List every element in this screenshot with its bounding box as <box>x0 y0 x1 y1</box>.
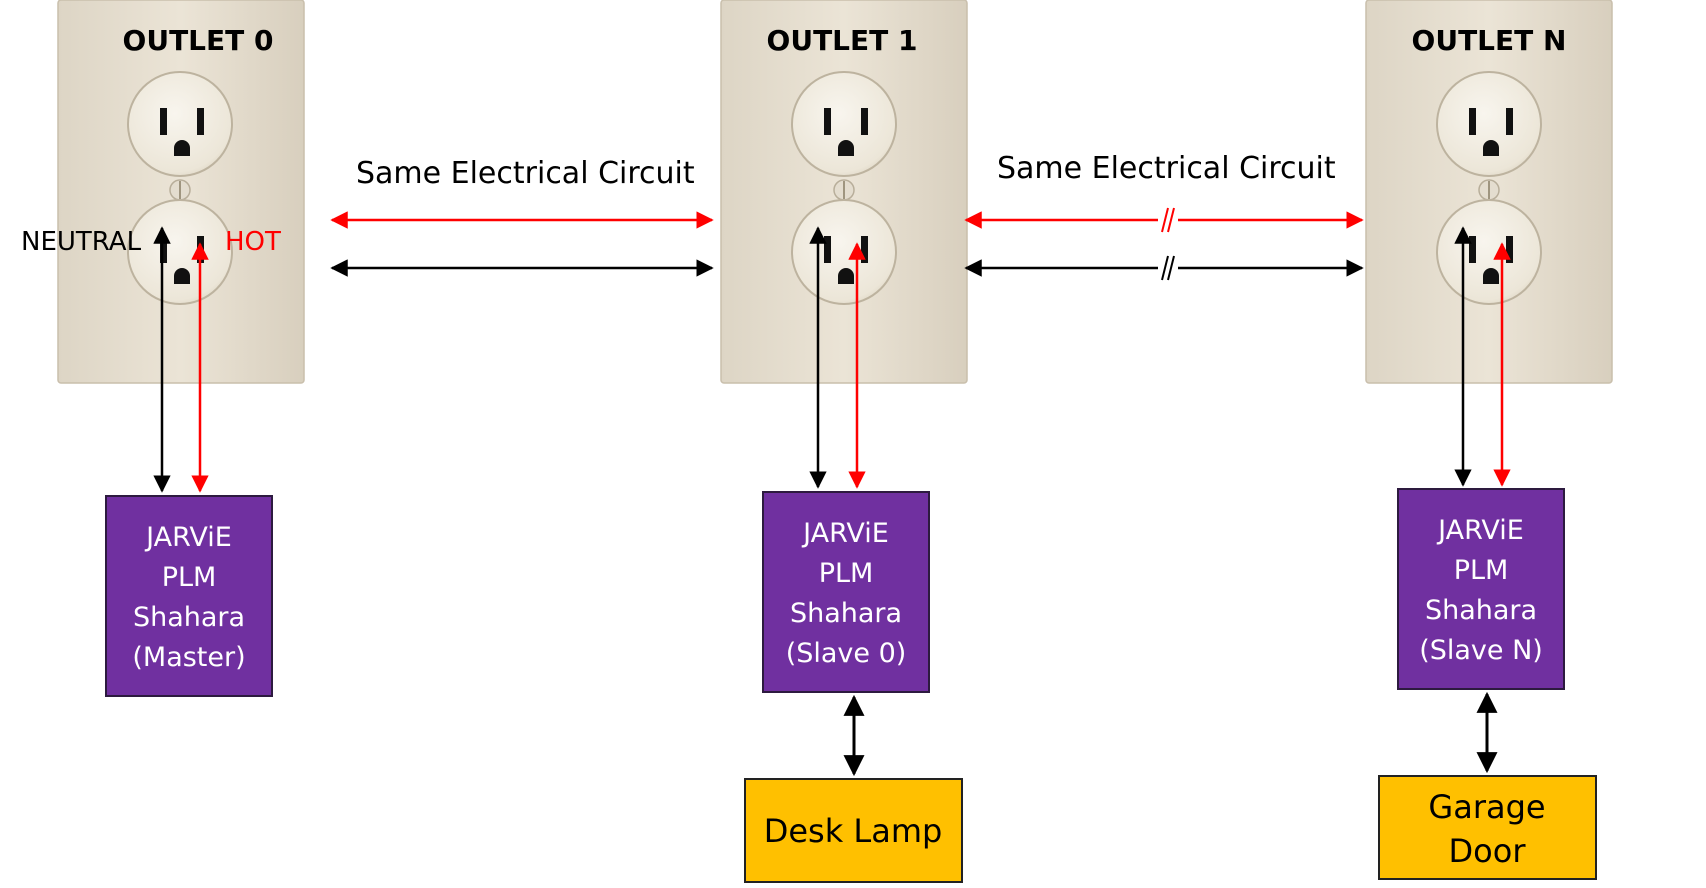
outlet-n: OUTLET N <box>1365 0 1613 384</box>
module-line: (Slave N) <box>1419 635 1543 666</box>
circuit-label-0-1: Same Electrical Circuit <box>356 156 695 191</box>
module-line: PLM <box>819 558 874 589</box>
screw-icon <box>833 179 855 201</box>
module-line: Shahara <box>1425 595 1537 626</box>
module-line: JARViE <box>801 518 889 549</box>
device-line: Garage <box>1428 788 1545 826</box>
outlet-1: OUTLET 1 <box>720 0 968 384</box>
outlet-title: OUTLET N <box>1412 24 1567 57</box>
neutral-label: NEUTRAL <box>21 227 142 257</box>
outlet-0: OUTLET 0 <box>57 0 305 384</box>
module-line: JARViE <box>1436 515 1524 546</box>
break-mark-neutral <box>1158 255 1178 281</box>
module-line: (Slave 0) <box>786 638 907 669</box>
module-slave-0: JARViE PLM Shahara (Slave 0) <box>762 491 930 693</box>
device-desk-lamp: Desk Lamp <box>744 778 963 883</box>
upper-receptacle <box>1436 71 1542 177</box>
lower-receptacle <box>1436 199 1542 305</box>
outlet-title: OUTLET 0 <box>123 24 274 57</box>
screw-icon <box>1478 179 1500 201</box>
lower-receptacle <box>127 199 233 305</box>
module-master: JARViE PLM Shahara (Master) <box>105 495 273 697</box>
module-line: PLM <box>1454 555 1509 586</box>
module-line: Shahara <box>133 602 245 633</box>
device-line: Door <box>1449 832 1527 870</box>
circuit-label-1-n: Same Electrical Circuit <box>997 151 1336 186</box>
device-garage-door: Garage Door <box>1378 775 1597 880</box>
module-line: PLM <box>162 562 217 593</box>
upper-receptacle <box>127 71 233 177</box>
device-line: Desk Lamp <box>764 812 943 850</box>
module-line: Shahara <box>790 598 902 629</box>
hot-label: HOT <box>225 227 281 257</box>
lower-receptacle <box>791 199 897 305</box>
screw-icon <box>169 179 191 201</box>
module-slave-n: JARViE PLM Shahara (Slave N) <box>1397 488 1565 690</box>
module-line: JARViE <box>144 522 232 553</box>
module-line: (Master) <box>132 642 245 673</box>
outlet-title: OUTLET 1 <box>767 24 918 57</box>
break-mark-hot <box>1158 207 1178 233</box>
upper-receptacle <box>791 71 897 177</box>
